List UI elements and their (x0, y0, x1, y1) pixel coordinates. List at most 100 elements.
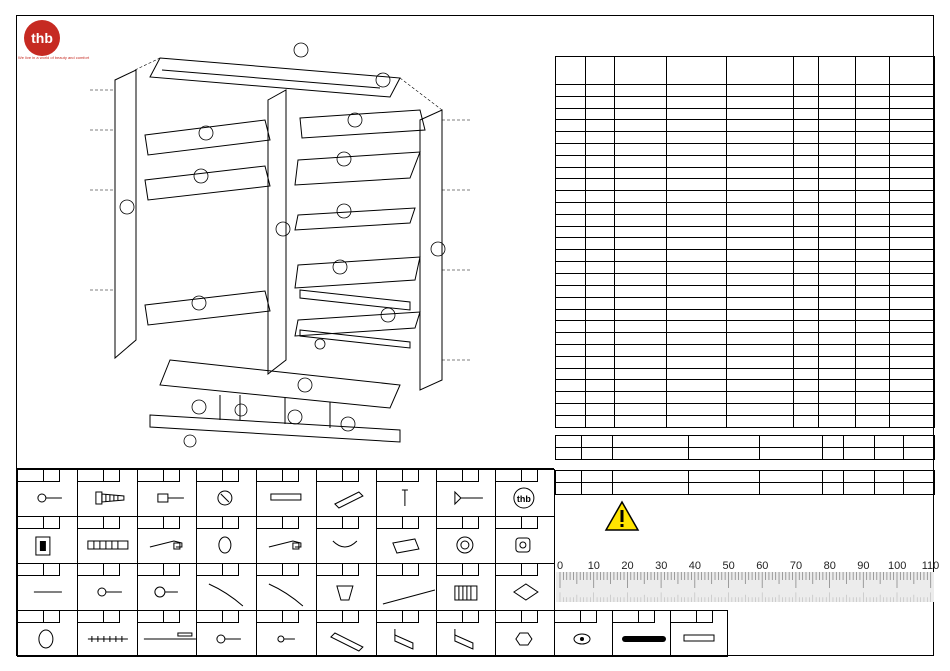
screw-icon (216, 634, 242, 644)
hardware-cell (375, 516, 436, 563)
hardware-cell: thb (495, 469, 556, 516)
warning-triangle-icon (604, 500, 640, 531)
hardware-cell (136, 563, 197, 610)
ring-icon (38, 629, 54, 649)
parts-row (554, 107, 936, 121)
cap-icon (218, 536, 232, 554)
left-side-panel (114, 69, 137, 360)
hardware-number-box (77, 517, 104, 529)
hardware-number-box (257, 564, 284, 576)
parts-row (554, 119, 936, 133)
hardware-qty-box (103, 517, 120, 529)
short-screw-icon (153, 586, 178, 598)
hardware-number-box (376, 611, 403, 623)
hardware-qty-box (223, 470, 240, 482)
hardware-qty-box (44, 470, 60, 482)
hardware-qty-box (462, 564, 479, 576)
hardware-number-box (77, 564, 104, 576)
cam-lock-icon (217, 490, 233, 506)
hardware-cell (196, 469, 257, 516)
hardware-cell (435, 563, 496, 610)
parts-row (554, 308, 936, 322)
hardware-cell (316, 610, 376, 657)
hardware-qty-box (163, 517, 180, 529)
ruler-label: 60 (756, 560, 769, 572)
right-shelf-1 (299, 109, 426, 139)
hardware-divider (17, 468, 554, 469)
hardware-number-box (376, 564, 403, 576)
right-shelf-5 (294, 311, 421, 337)
bumper-icon (336, 585, 354, 601)
hardware-number-box (257, 517, 284, 529)
hardware-qty-box (283, 564, 300, 576)
countersunk-screw-icon (453, 490, 483, 506)
hardware-qty-box (343, 564, 359, 576)
parts-row (554, 131, 936, 144)
hardware-number-box (436, 517, 463, 529)
parts-row (554, 296, 936, 310)
hardware-qty-box (462, 611, 479, 623)
rod-icon (268, 583, 304, 607)
hardware-table-2 (555, 470, 935, 495)
roller-icon (515, 537, 531, 553)
parts-row (554, 95, 936, 109)
ruler-label: 80 (823, 560, 836, 572)
parts-row (554, 154, 936, 168)
hardware-number-box (137, 517, 164, 529)
hardware-number-box (18, 517, 44, 529)
parts-row (554, 284, 936, 298)
hardware-cell (495, 563, 556, 610)
right-side-panel (419, 109, 443, 391)
hardware-qty-box (697, 611, 713, 623)
hardware-cell (495, 516, 556, 563)
drawer-runner-icon (268, 540, 302, 550)
ruler-label: 10 (587, 560, 600, 572)
right-shelf-4 (294, 256, 421, 289)
hardware-cell (17, 516, 77, 563)
hardware-cell (435, 516, 496, 563)
hardware-number-box (436, 564, 463, 576)
hardware-cell (435, 469, 496, 516)
brand-logo-text: thb (31, 30, 53, 46)
right-shelf-3 (294, 207, 416, 231)
hardware-cell (136, 516, 197, 563)
hardware-cell (256, 516, 316, 563)
hardware-cell (76, 516, 137, 563)
hardware-qty-box (283, 470, 300, 482)
hardware-cell (316, 469, 376, 516)
svg-text:thb: thb (517, 494, 531, 504)
middle-divider (267, 89, 287, 376)
parts-table (554, 56, 936, 428)
hardware-qty-box (402, 611, 419, 623)
hardware-number-box (496, 517, 523, 529)
hardware-qty-box (522, 517, 539, 529)
corner-plate-icon (334, 491, 364, 509)
screw-icon (97, 587, 122, 597)
threaded-rod-icon (87, 636, 128, 642)
hardware-cell (256, 469, 316, 516)
left-shelf-2 (144, 165, 271, 201)
hardware-cell (17, 610, 77, 657)
parts-row (554, 391, 936, 404)
hanger-icon (453, 585, 477, 601)
hardware-qty-box (103, 564, 120, 576)
ruler-label: 0 (557, 560, 564, 572)
angle-bracket-icon (394, 629, 414, 650)
bar-icon (683, 634, 715, 642)
hardware-cell (196, 563, 257, 610)
parts-row (554, 225, 936, 239)
hardware-qty-box (223, 564, 240, 576)
hardware-number-box (317, 564, 343, 576)
parts-row (554, 249, 936, 263)
right-shelf-2 (294, 151, 421, 186)
brand-logo: thb (24, 20, 60, 56)
nut-icon (515, 632, 533, 646)
hardware-cell (17, 563, 77, 610)
ruler-label: 100 (888, 560, 907, 572)
hardware-number-box (436, 611, 463, 623)
hardware-number-box (671, 611, 697, 623)
ruler-label: 30 (655, 560, 668, 572)
hardware-qty-box (163, 564, 180, 576)
parts-row (554, 273, 936, 286)
bar-icon (270, 493, 302, 501)
